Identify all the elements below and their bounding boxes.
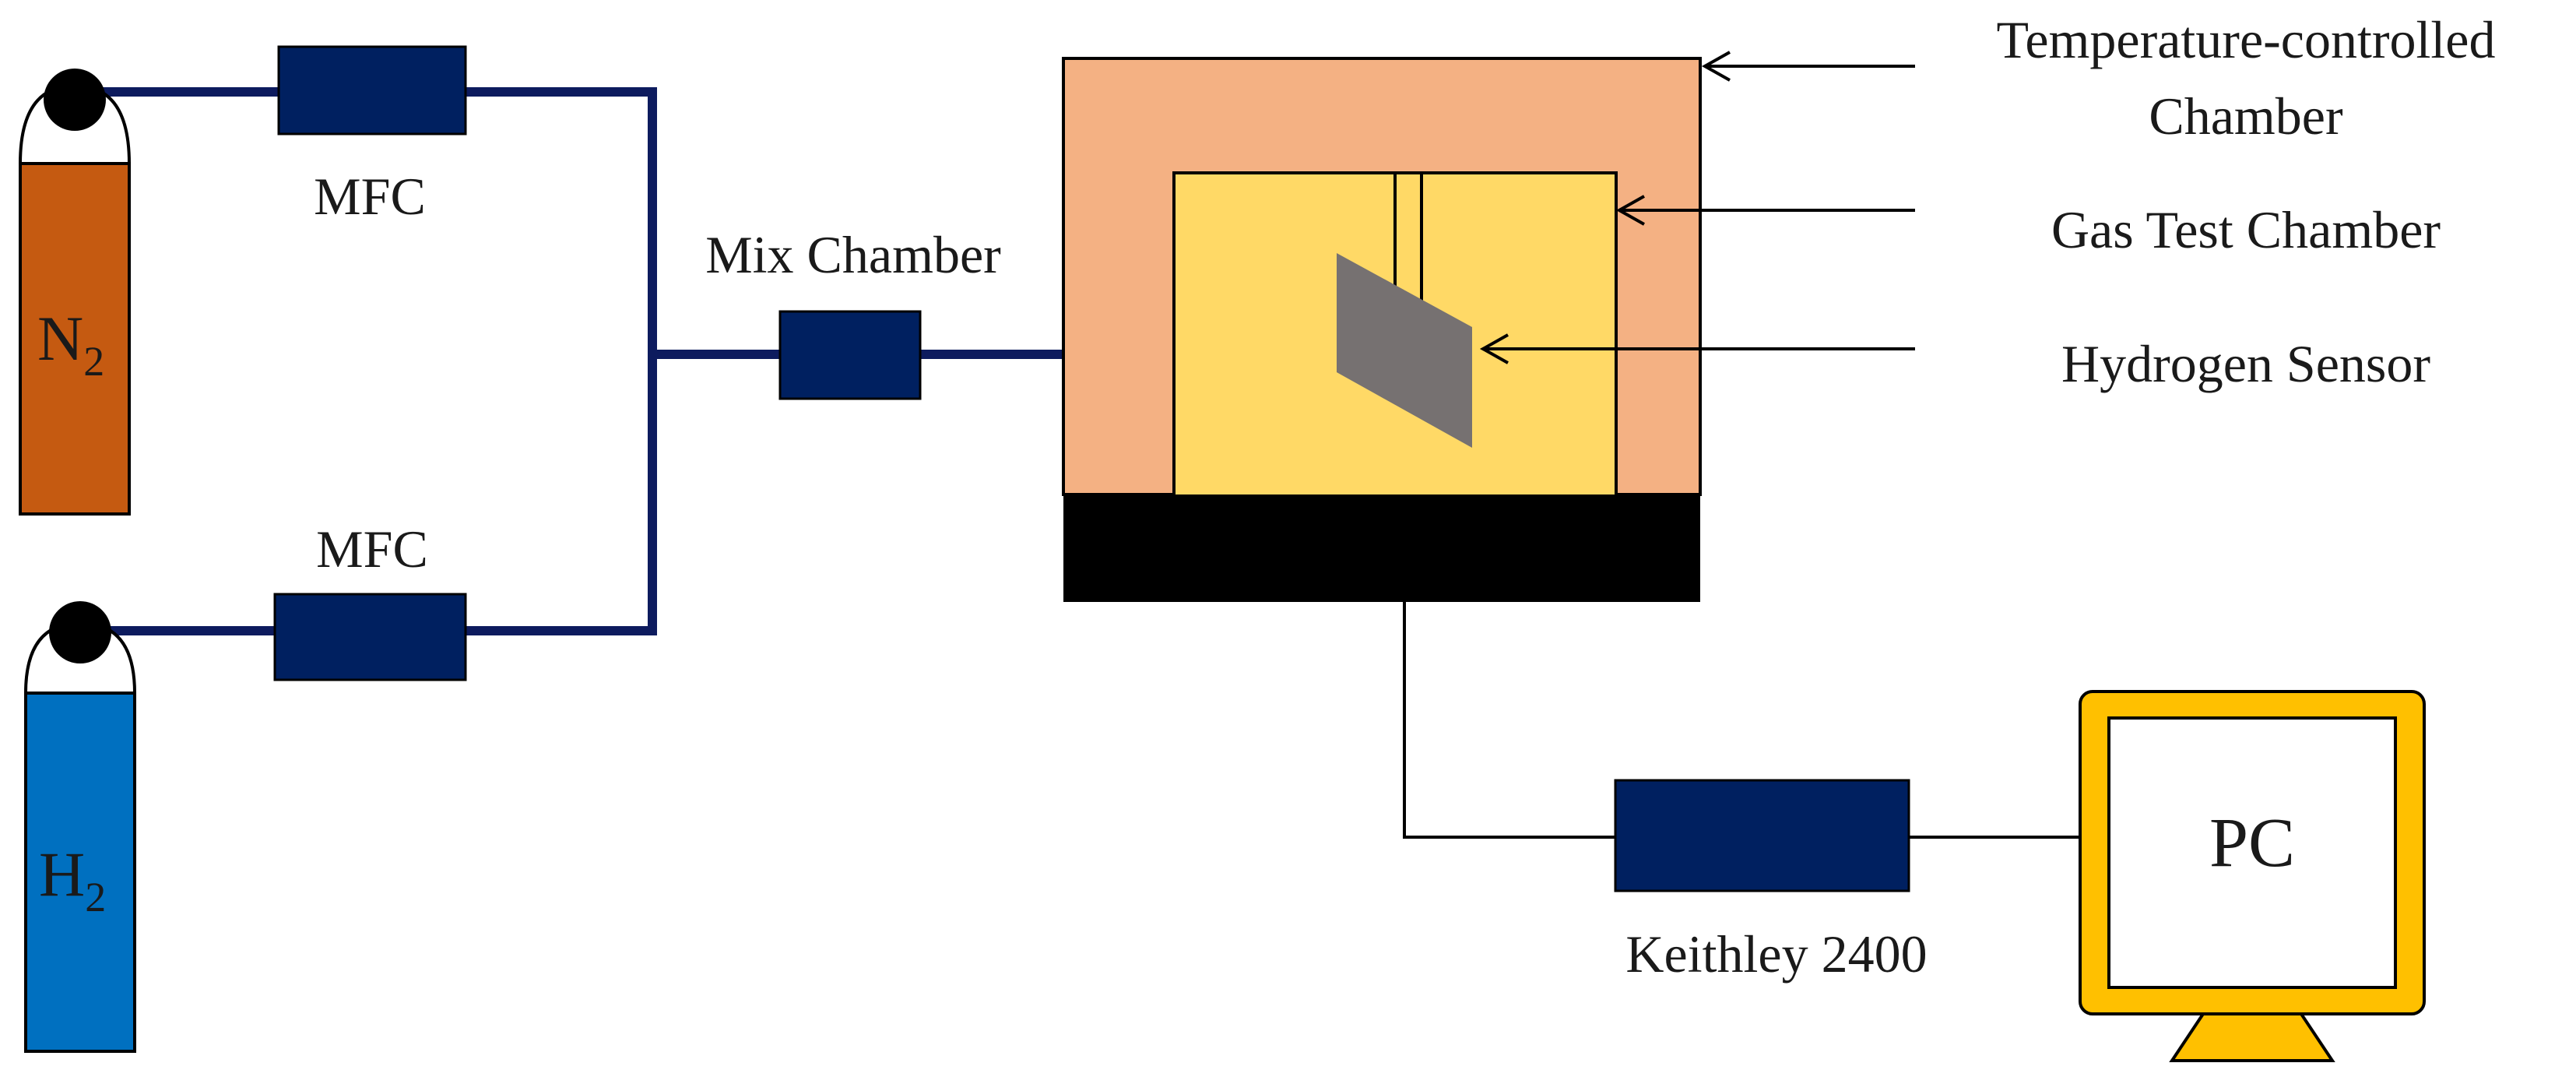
n2-supply-pipe xyxy=(73,87,657,364)
gas-chamber-arrow-head xyxy=(1615,195,1645,226)
mfc-bottom-label: MFC xyxy=(316,519,428,579)
n2-valve-knob xyxy=(44,69,106,131)
hydrogen-sensor xyxy=(1337,253,1472,448)
mfc-top xyxy=(277,45,467,136)
gas-test-chamber-label: Gas Test Chamber xyxy=(2051,200,2441,259)
pc-stand xyxy=(2169,1012,2335,1062)
mfc-top-label: MFC xyxy=(314,167,426,226)
chamber-base xyxy=(1063,494,1700,602)
temp-chamber-arrow-head xyxy=(1701,51,1731,82)
n2-cylinder: N2 xyxy=(18,69,132,516)
n2-cylinder-body xyxy=(19,162,131,516)
pc: PC xyxy=(2079,690,2426,1062)
hydrogen-sensor-label: Hydrogen Sensor xyxy=(2061,334,2430,393)
signal-wire-chamber-to-keithley xyxy=(1403,602,1615,839)
keithley-label: Keithley 2400 xyxy=(1625,924,1927,984)
h2-valve-knob xyxy=(49,601,111,663)
callout-arrows xyxy=(1479,51,1915,364)
keithley-2400 xyxy=(1614,779,1910,892)
temp-chamber-label-line1: Temperature-controlled xyxy=(1997,10,2496,69)
h2-supply-pipe xyxy=(73,347,657,635)
h2-cylinder-body xyxy=(24,692,136,1053)
mix-chamber-label: Mix Chamber xyxy=(705,225,1001,284)
h2-label: H2 xyxy=(39,839,106,920)
n2-label: N2 xyxy=(37,303,104,385)
temp-chamber-label-line2: Chamber xyxy=(2149,86,2343,146)
mfc-bottom xyxy=(273,593,467,681)
mix-chamber xyxy=(778,310,922,400)
pc-screen xyxy=(2107,716,2397,989)
pc-label: PC xyxy=(2209,804,2295,882)
sensor-arrow-head xyxy=(1479,333,1509,364)
h2-cylinder: H2 xyxy=(23,601,137,1053)
